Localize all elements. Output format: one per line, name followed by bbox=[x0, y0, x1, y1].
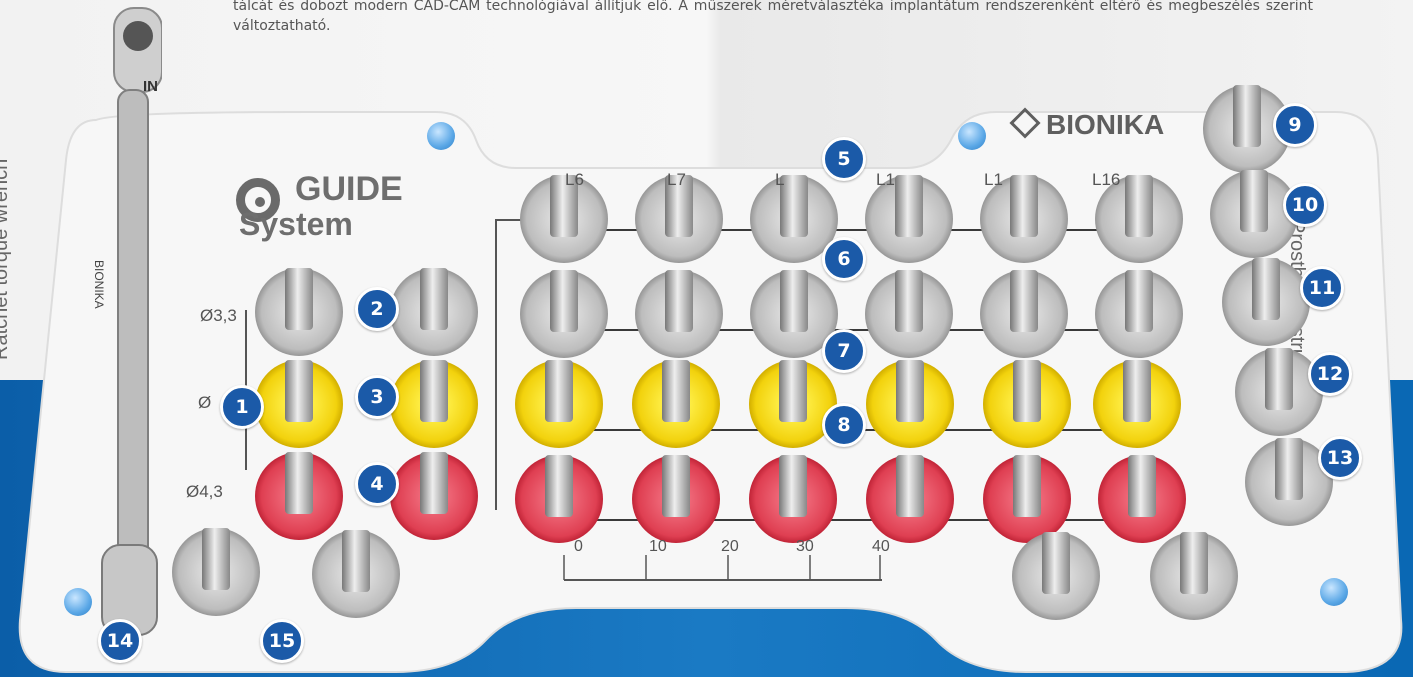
number-badge-9: 9 bbox=[1273, 103, 1317, 147]
number-badge-2: 2 bbox=[355, 287, 399, 331]
holder-grey bbox=[255, 268, 343, 356]
drill-length-label: L bbox=[775, 170, 785, 189]
depth-ruler bbox=[563, 555, 882, 581]
number-badge-1: 1 bbox=[220, 385, 264, 429]
holder-red bbox=[390, 452, 478, 540]
number-badge-8: 8 bbox=[822, 403, 866, 447]
guide-subtitle: System bbox=[239, 206, 353, 242]
holder-grey bbox=[172, 528, 260, 616]
number-badge-3: 3 bbox=[355, 375, 399, 419]
number-badge-6: 6 bbox=[822, 237, 866, 281]
size-label-1: Ø3,3 bbox=[200, 306, 237, 325]
ruler-tick-label: 30 bbox=[796, 538, 814, 555]
wrench-engraving-brand: BIONIKA bbox=[92, 260, 106, 309]
guide-logo-icon bbox=[236, 178, 280, 222]
number-badge-15: 15 bbox=[260, 619, 304, 663]
ruler-tick-label: 0 bbox=[574, 538, 583, 555]
holder-grey bbox=[1150, 532, 1238, 620]
holder-red bbox=[255, 452, 343, 540]
holder-yellow bbox=[390, 360, 478, 448]
drill-length-label: L16 bbox=[1092, 170, 1121, 189]
drill-length-label: L1 bbox=[984, 170, 1003, 189]
ruler-tick-label: 40 bbox=[872, 538, 890, 555]
guide-title: GUIDE bbox=[295, 170, 403, 208]
holder-grey bbox=[1210, 170, 1298, 258]
ruler-tick-label: 20 bbox=[721, 538, 739, 555]
magnet-lens-icon bbox=[64, 588, 92, 616]
holder-grey bbox=[1245, 438, 1333, 526]
number-badge-5: 5 bbox=[822, 137, 866, 181]
holder-grey bbox=[1222, 258, 1310, 346]
intro-paragraph: tálcát és dobozt modern CAD-CAM technoló… bbox=[233, 0, 1313, 34]
drill-length-label: L7 bbox=[667, 170, 686, 189]
wrench-engraving-in: IN bbox=[143, 78, 158, 95]
bionika-logo-text: BIONIKA bbox=[1046, 109, 1165, 140]
size-label-3: Ø4,3 bbox=[186, 482, 223, 501]
number-badge-13: 13 bbox=[1318, 436, 1362, 480]
holder-grey bbox=[1012, 532, 1100, 620]
magnet-lens-icon bbox=[1320, 578, 1348, 606]
number-badge-12: 12 bbox=[1308, 352, 1352, 396]
number-badge-14: 14 bbox=[98, 619, 142, 663]
number-badge-4: 4 bbox=[355, 462, 399, 506]
number-badge-10: 10 bbox=[1283, 183, 1327, 227]
magnet-lens-icon bbox=[427, 122, 455, 150]
holder-grey bbox=[312, 530, 400, 618]
drill-length-label: L1 bbox=[876, 170, 895, 189]
size-label-2: Ø bbox=[198, 393, 212, 412]
number-badge-7: 7 bbox=[822, 329, 866, 373]
holder-grey bbox=[390, 268, 478, 356]
drill-length-label: L6 bbox=[565, 170, 584, 189]
side-label-left: Ratchet torque wrench bbox=[0, 158, 12, 360]
holder-grey bbox=[1235, 348, 1323, 436]
number-badge-11: 11 bbox=[1300, 266, 1344, 310]
ratchet-torque-wrench bbox=[101, 7, 162, 636]
magnet-lens-icon bbox=[958, 122, 986, 150]
holder-yellow bbox=[255, 360, 343, 448]
ruler-tick-label: 10 bbox=[649, 538, 667, 555]
